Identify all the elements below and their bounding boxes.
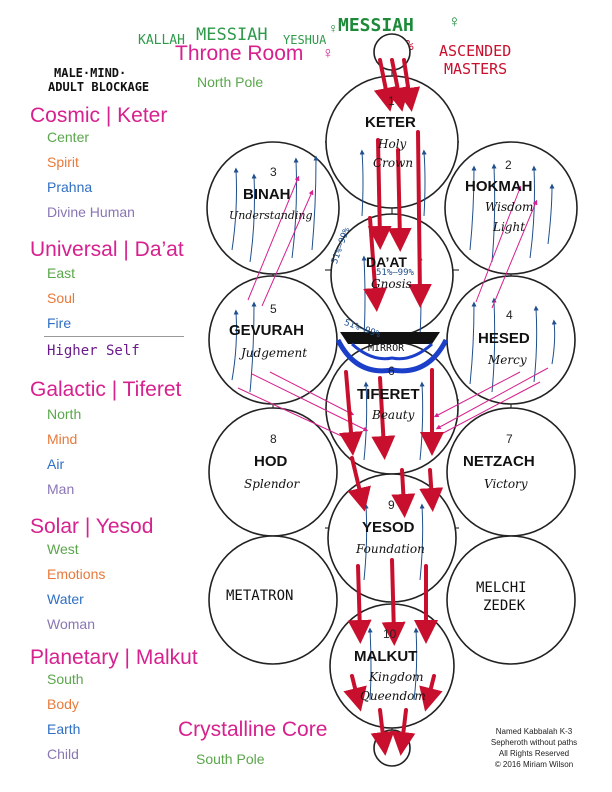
hokmah-sub1: Wisdom [485, 200, 534, 214]
level-item-child: Child [47, 746, 79, 762]
daat-sub1: Gnosis [371, 277, 412, 291]
level-title-cosmic: Cosmic | Keter [30, 104, 168, 127]
north-pole-label: North Pole [197, 74, 264, 90]
tiferet-number: 6 [388, 364, 395, 378]
hod-name: HOD [254, 453, 288, 470]
level-item-west: West [47, 541, 79, 557]
hokmah-sub2: Light [493, 220, 526, 234]
level-title-universal: Universal | Da’at [30, 238, 184, 261]
hokmah-name: HOKMAH [465, 178, 533, 195]
malkut-name: MALKUT [354, 648, 418, 665]
hesed-circle [446, 275, 576, 405]
keter-sub2: Crown [373, 156, 414, 170]
venus-symbol-icon: ♀ [448, 12, 461, 31]
daat-percent-center: 51%–99% [376, 268, 414, 278]
yesod-number: 9 [388, 498, 395, 512]
messiah-top-label: MESSIAH [338, 15, 414, 36]
venus-symbol-icon: ♀ [328, 20, 339, 36]
level-item-air: Air [47, 456, 65, 472]
hesed-name: HESED [478, 330, 530, 347]
level-item-mind: Mind [47, 431, 78, 447]
binah-name: BINAH [243, 186, 291, 203]
metatron-name: METATRON [226, 588, 294, 604]
level-item-woman: Woman [47, 616, 95, 632]
masters-label: MASTERS [444, 60, 508, 78]
keter-name: KETER [365, 114, 416, 131]
venus-symbol-icon: ♀ [322, 45, 334, 62]
level-item-east: East [47, 265, 76, 281]
netzach-name: NETZACH [463, 453, 535, 470]
level-item-north: North [47, 406, 82, 422]
tiferet-sub1: Beauty [372, 408, 415, 422]
level-item-water: Water [47, 591, 84, 607]
netzach-circle [446, 407, 576, 537]
melchizedek-line2: ZEDEK [483, 598, 526, 614]
hesed-sub1: Mercy [488, 353, 527, 367]
hod-sub1: Splendor [244, 477, 300, 491]
throne-room-title: Throne Room [175, 42, 304, 65]
hokmah-number: 2 [505, 158, 512, 172]
binah-number: 3 [270, 165, 277, 179]
level-item-man: Man [47, 481, 75, 497]
level-item-spirit: Spirit [47, 154, 79, 170]
gevurah-name: GEVURAH [229, 322, 305, 339]
copyright-credit: Named Kabbalah K-3 Sepheroth without pat… [482, 726, 586, 770]
crystalline-core-title: Crystalline Core [178, 718, 328, 741]
level-title-planetary: Planetary | Malkut [30, 646, 198, 669]
keter-number: 1 [388, 94, 395, 108]
melchizedek-circle [446, 535, 576, 665]
yeshua-label: YESHUA [283, 33, 327, 47]
male-mind-note: MALE·MIND· [54, 66, 127, 80]
higher-self-note: Higher Self [47, 343, 140, 359]
adult-blockage-note: ADULT BLOCKAGE [48, 80, 150, 94]
level-item-south: South [47, 671, 84, 687]
level-item-soul: Soul [47, 290, 76, 306]
mirror-symbol [335, 332, 449, 374]
binah-sub1: Understanding [229, 209, 313, 222]
hesed-number: 4 [506, 308, 513, 322]
yesod-sub1: Foundation [356, 542, 425, 556]
messiah-green-label: MESSIAH [196, 25, 268, 45]
gevurah-sub1: Judgement [241, 346, 308, 360]
level-item-center: Center [47, 129, 90, 145]
malkut-number: 10 [383, 627, 397, 641]
ascended-label: ASCENDED [439, 42, 512, 60]
gevurah-number: 5 [270, 302, 277, 316]
hokmah-circle [444, 141, 578, 275]
daat-name: DA’AT [366, 254, 407, 270]
mirror-label: MIRROR [368, 343, 405, 354]
hod-circle [208, 407, 338, 537]
level-item-prahna: Prahna [47, 179, 93, 195]
level-item-divine-human: Divine Human [47, 204, 135, 220]
yesod-name: YESOD [362, 519, 415, 536]
level-title-galactic: Galactic | Tiferet [30, 378, 182, 401]
kallah-label: KALLAH [138, 33, 185, 48]
credit-line: All Rights Reserved [498, 749, 570, 758]
malkut-sub1: Kingdom [369, 670, 424, 684]
binah-circle [206, 141, 340, 275]
malkut-sub2: Queendom [360, 689, 426, 703]
credit-line: © 2016 Miriam Wilson [494, 760, 574, 769]
keter-sub1: Holy [378, 137, 407, 151]
metatron-circle [208, 535, 338, 665]
south-pole-label: South Pole [196, 751, 265, 767]
level-item-fire: Fire [47, 315, 72, 331]
level-title-solar: Solar | Yesod [30, 515, 154, 538]
level-item-body: Body [47, 696, 79, 712]
divider-line [44, 336, 184, 337]
level-item-emotions: Emotions [47, 566, 106, 582]
credit-line: Named Kabbalah K-3 [495, 727, 573, 736]
level-item-earth: Earth [47, 721, 81, 737]
netzach-sub1: Victory [484, 477, 528, 491]
credit-line: Sepheroth without paths [490, 738, 578, 747]
netzach-number: 7 [506, 432, 513, 446]
melchizedek-line1: MELCHI [476, 580, 527, 596]
tiferet-name: TIFERET [357, 386, 420, 403]
hod-number: 8 [270, 432, 277, 446]
